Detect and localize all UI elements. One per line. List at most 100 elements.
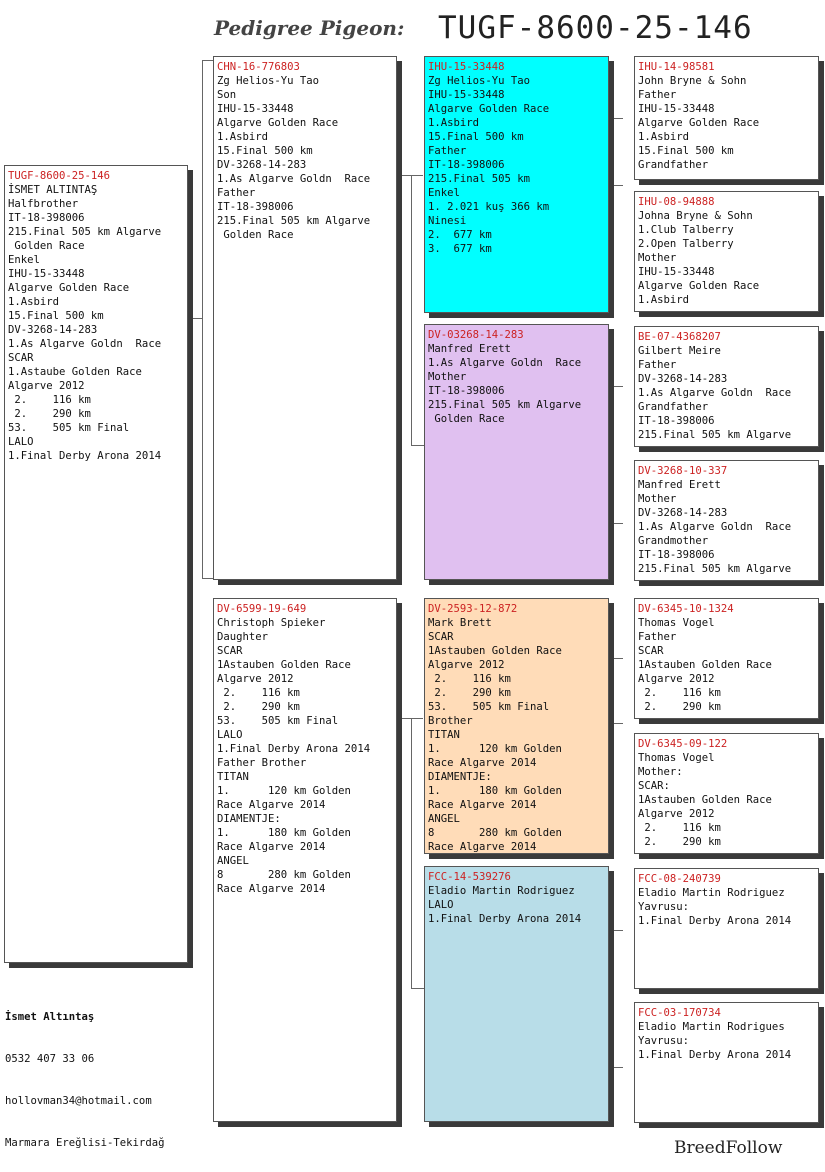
pedigree-line: Manfred Erett (638, 479, 721, 491)
pedigree-line: Zg Helios-Yu Tao (217, 75, 320, 87)
pedigree-line: Golden Race (8, 240, 85, 252)
pedigree-line: Father Brother (217, 757, 307, 769)
connector-main (188, 318, 202, 319)
pedigree-line: 1.Asbird (217, 131, 269, 143)
ring-number: FCC-08-240739 (638, 873, 721, 885)
pedigree-line: Mark Brett (428, 617, 492, 629)
connector-to-ds (411, 718, 423, 719)
pedigree-line: 215.Final 505 km Algarve (638, 429, 792, 441)
pedigree-line: 215.Final 505 km Algarve (8, 226, 162, 238)
pedigree-line: IT-18-398006 (428, 159, 505, 171)
pedigree-line: 215.Final 505 km Algarve (638, 563, 792, 575)
connector-sd (608, 386, 623, 524)
pedigree-line: DV-3268-14-283 (217, 159, 307, 171)
ring-number: DV-2593-12-872 (428, 603, 518, 615)
pedigree-line: Eladio Martin Rodrigues (638, 1021, 785, 1033)
pedigree-line: 2. 290 km (8, 408, 91, 420)
pedigree-line: 2. 116 km (638, 822, 721, 834)
owner-name: İsmet Altıntaş (5, 1011, 95, 1023)
pedigree-line: 15.Final 500 km (8, 310, 104, 322)
pedigree-line: 2. 116 km (428, 673, 511, 685)
pedigree-line: IHU-15-33448 (428, 89, 505, 101)
pedigree-line: Gilbert Meire (638, 345, 721, 357)
ring-number: FCC-14-539276 (428, 871, 511, 883)
pedigree-label: Pedigree Pigeon: (214, 16, 405, 40)
pedigree-line: 1Astauben Golden Race (428, 645, 562, 657)
pedigree-line: Algarve Golden Race (428, 103, 550, 115)
connector-to-sire (202, 60, 213, 319)
pedigree-line: SCAR (428, 631, 454, 643)
pedigree-line: Christoph Spieker (217, 617, 326, 629)
pedigree-line: LALO (8, 436, 34, 448)
pedigree-line: 53. 505 km Final (8, 422, 130, 434)
pedigree-line: 2. 290 km (638, 836, 721, 848)
pedigree-line: John Bryne & Sohn (638, 75, 747, 87)
pedigree-line: 1.Asbird (638, 131, 690, 143)
pedigree-line: Golden Race (428, 413, 505, 425)
pedigree-line: LALO (217, 729, 243, 741)
pedigree-line: DV-3268-14-283 (638, 507, 728, 519)
pedigree-line: 1.As Algarve Goldn Race (638, 521, 792, 533)
ring-number: CHN-16-776803 (217, 61, 300, 73)
pedigree-line: 2.Open Talberry (638, 238, 734, 250)
pedigree-line: IHU-15-33448 (638, 103, 715, 115)
ring-number: IHU-08-94888 (638, 196, 715, 208)
pedigree-line: Zg Helios-Yu Tao (428, 75, 531, 87)
pedigree-line: Thomas Vogel (638, 752, 715, 764)
pedigree-line: 1.Final Derby Arona 2014 (638, 1049, 792, 1061)
pedigree-line: DV-3268-14-283 (8, 324, 98, 336)
ring-number: DV-03268-14-283 (428, 329, 524, 341)
pedigree-line: IT-18-398006 (217, 201, 294, 213)
pedigree-line: SCAR: (638, 780, 670, 792)
pedigree-line: LALO (428, 899, 454, 911)
pedigree-line: Algarve 2012 (638, 673, 715, 685)
pedigree-line: Brother (428, 715, 473, 727)
ring-number: DV-6345-09-122 (638, 738, 728, 750)
pedigree-line: 1Astauben Golden Race (638, 794, 772, 806)
pedigree-line: 1. 180 km Golden (428, 785, 562, 797)
owner-email: hollovman34@hotmail.com (5, 1095, 152, 1107)
pedigree-line: Algarve 2012 (638, 808, 715, 820)
pedigree-line: 53. 505 km Final (217, 715, 339, 727)
pedigree-line: 1. 120 km Golden (428, 743, 562, 755)
pedigree-line: 215.Final 505 km (428, 173, 531, 185)
pedigree-line: Race Algarve 2014 (428, 799, 537, 811)
ring-number: DV-6345-10-1324 (638, 603, 734, 615)
pedigree-line: ANGEL (428, 813, 460, 825)
pedigree-line: 15.Final 500 km (638, 145, 734, 157)
pedigree-line: TITAN (428, 729, 460, 741)
pedigree-line: 1.Astaube Golden Race (8, 366, 142, 378)
ring-number: FCC-03-170734 (638, 1007, 721, 1019)
pedigree-line: 1.As Algarve Goldn Race (8, 338, 162, 350)
pedigree-line: Eladio Martin Rodriguez (428, 885, 575, 897)
owner-contact: İsmet Altıntaş 0532 407 33 06 hollovman3… (5, 982, 164, 1164)
pedigree-line: IHU-15-33448 (217, 103, 294, 115)
ring-number: BE-07-4368207 (638, 331, 721, 343)
brand-logo-text: BreedFollow (674, 1138, 783, 1158)
pedigree-line: ANGEL (217, 855, 249, 867)
pedigree-line: Father (638, 631, 677, 643)
pedigree-line: Race Algarve 2014 (428, 757, 537, 769)
pedigree-line: Algarve Golden Race (638, 117, 760, 129)
pedigree-line: 2. 290 km (428, 687, 511, 699)
pedigree-line: 1.As Algarve Goldn Race (638, 387, 792, 399)
pedigree-line: Mother: (638, 766, 683, 778)
pedigree-line: Race Algarve 2014 (217, 841, 326, 853)
pedigree-line: Manfred Erett (428, 343, 511, 355)
pedigree-line: 1.As Algarve Goldn Race (217, 173, 371, 185)
pedigree-line: Father (638, 359, 677, 371)
connector-to-ss (411, 175, 423, 176)
pedigree-line: Grandfather (638, 401, 709, 413)
pedigree-line: DIAMENTJE: (217, 813, 281, 825)
pedigree-line: Ninesi (428, 215, 467, 227)
pedigree-line: 1.Final Derby Arona 2014 (428, 913, 582, 925)
pedigree-line: Father (428, 145, 467, 157)
pedigree-line: IHU-15-33448 (8, 268, 85, 280)
